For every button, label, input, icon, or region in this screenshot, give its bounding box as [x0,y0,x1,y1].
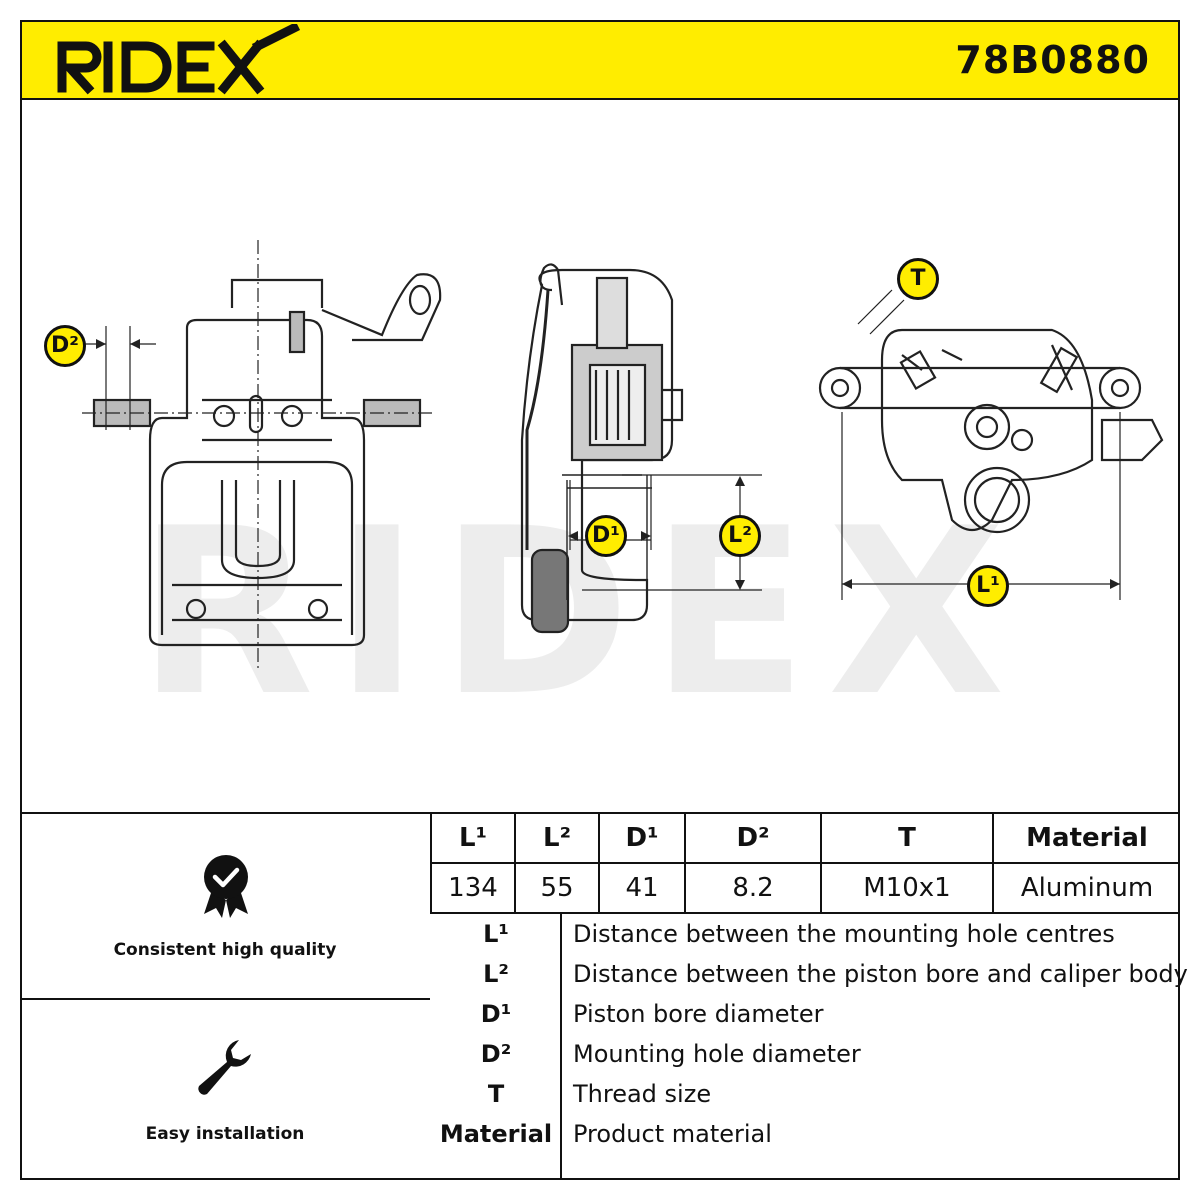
caliper-section-view [520,263,762,634]
dimension-arrows [96,339,1120,590]
caliper-back-view [818,289,1164,600]
features-panel: Consistent high quality Easy installatio… [20,812,432,1180]
feature-quality: Consistent high quality [20,814,430,1000]
dimension-badge-l1: L¹ [967,565,1009,607]
part-number: 78B0880 [955,38,1150,82]
legend-desc: Piston bore diameter [573,1000,824,1028]
dimension-badge-d1: D¹ [585,515,627,557]
wrench-icon [198,1040,251,1095]
specs-table-panel: L¹ L² D¹ D² T Material 134 55 41 8.2 M10… [430,812,1180,914]
legend-desc: Mounting hole diameter [573,1040,861,1068]
specs-value-row: 134 55 41 8.2 M10x1 Aluminum [432,862,1180,914]
header-bar: 78B0880 [20,20,1180,100]
spec-header-t: T [820,814,994,864]
legend-desc: Distance between the mounting hole centr… [573,920,1115,948]
dimension-badge-l2: L² [719,515,761,557]
dimension-badge-t: T [897,258,939,300]
spec-header-l2: L² [514,814,600,864]
specs-header-row: L¹ L² D¹ D² T Material [432,814,1180,864]
spec-value-l2: 55 [514,862,600,914]
spec-header-material: Material [992,814,1180,864]
legend-key: D² [480,1040,512,1068]
feature-label: Consistent high quality [113,940,337,960]
watermark: RIDEX [137,480,1026,747]
spec-value-material: Aluminum [992,862,1180,914]
spec-value-d1: 41 [598,862,686,914]
spec-header-l1: L¹ [432,814,516,864]
specs-table: L¹ L² D¹ D² T Material 134 55 41 8.2 M10… [432,814,1180,914]
spec-header-d2: D² [684,814,822,864]
legend-desc: Product material [573,1120,772,1148]
feature-installation: Easy installation [20,998,430,1182]
legend-desc: Thread size [573,1080,712,1108]
ridex-logo [42,21,302,104]
spec-header-d1: D¹ [598,814,686,864]
feature-label: Easy installation [145,1124,305,1144]
caliper-front-view [82,240,442,670]
legend-key: L² [483,960,509,988]
legend-key: L¹ [483,920,509,948]
spec-value-l1: 134 [432,862,516,914]
dimension-badge-d2: D² [44,325,86,367]
legend-divider [560,914,562,1180]
spec-value-d2: 8.2 [684,862,822,914]
technical-drawing: RIDEX [22,100,1178,812]
spec-value-t: M10x1 [820,862,994,914]
quality-badge-icon [204,855,248,918]
legend-key: T [487,1080,505,1108]
legend-desc: Distance between the piston bore and cal… [573,960,1188,988]
legend-key: Material [439,1120,553,1148]
legend-key: D¹ [480,1000,512,1028]
